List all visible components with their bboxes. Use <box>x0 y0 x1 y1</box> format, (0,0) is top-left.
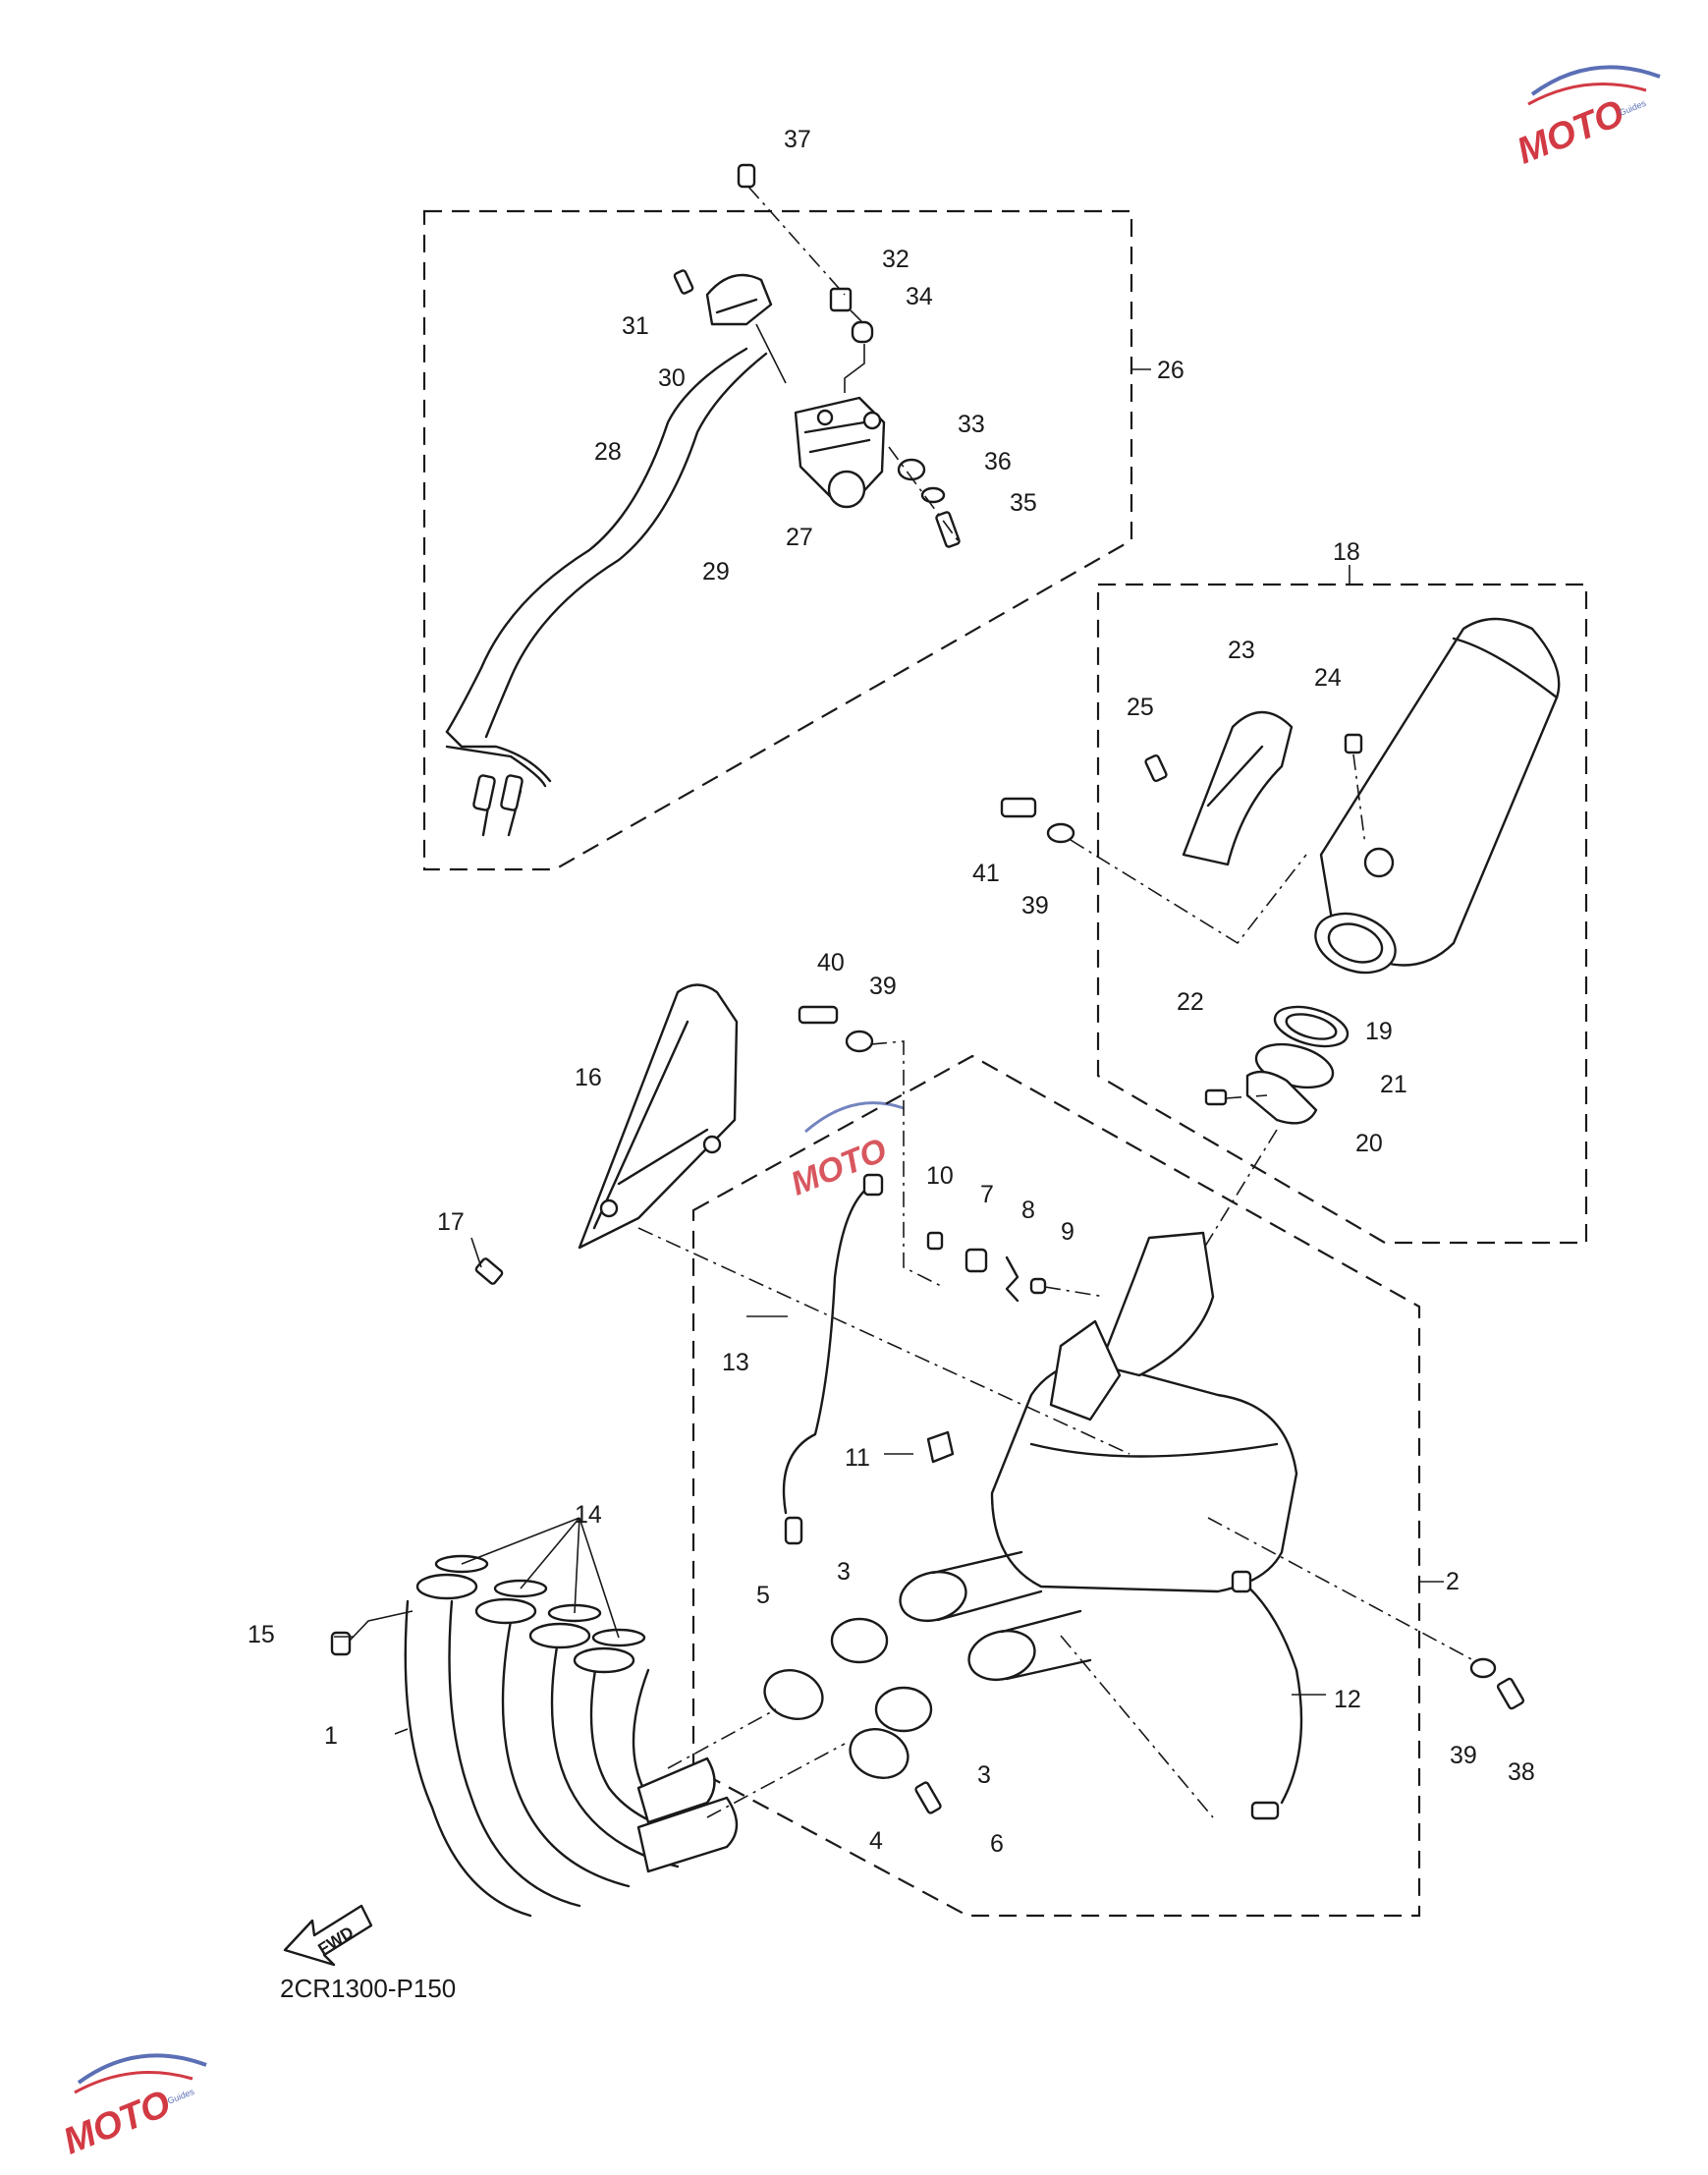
muffler-group-boundary <box>1096 583 1588 1245</box>
callout-14: 14 <box>575 1501 602 1529</box>
callout-9: 9 <box>1061 1218 1074 1246</box>
callout-25: 25 <box>1127 694 1154 721</box>
callout-23: 23 <box>1228 637 1255 664</box>
callout-19: 19 <box>1365 1018 1393 1045</box>
watermark-center: MOTO <box>786 1101 905 1203</box>
callout-33: 33 <box>958 411 985 438</box>
callout-39a: 39 <box>1450 1742 1477 1769</box>
callout-18: 18 <box>1333 538 1360 566</box>
callout-39b: 39 <box>1021 892 1049 920</box>
callout-20: 20 <box>1355 1130 1383 1157</box>
callout-5: 5 <box>756 1582 770 1609</box>
callout-12: 12 <box>1334 1686 1361 1713</box>
heat-shield-16 <box>474 983 1130 1455</box>
callout-30: 30 <box>658 364 686 392</box>
callout-7: 7 <box>980 1181 994 1208</box>
callout-29: 29 <box>702 558 730 586</box>
callout-16: 16 <box>575 1064 602 1091</box>
servo-assembly-group <box>422 163 1151 871</box>
watermark-bottom-left: MOTO Guides <box>58 2053 207 2163</box>
callout-24: 24 <box>1314 664 1342 692</box>
callout-36: 36 <box>984 448 1012 475</box>
callout-3b: 3 <box>977 1761 991 1789</box>
callout-3a: 3 <box>837 1558 851 1586</box>
callout-35: 35 <box>1010 489 1037 517</box>
fwd-arrow-icon: FWD <box>283 1904 373 1967</box>
callout-leaders <box>334 1237 1326 1735</box>
muffler-group <box>1000 565 1588 1258</box>
watermark-bottom-tagline: Guides <box>166 2087 196 2106</box>
diagram-code: 2CR1300-P150 <box>280 1974 456 2003</box>
exhaust-header-1 <box>330 1517 846 1918</box>
callout-15: 15 <box>248 1621 275 1648</box>
callout-26: 26 <box>1157 357 1185 384</box>
callout-13: 13 <box>722 1349 749 1376</box>
callout-1: 1 <box>324 1722 338 1750</box>
callout-41: 41 <box>972 860 1000 887</box>
callout-39c: 39 <box>869 973 897 1000</box>
callout-21: 21 <box>1380 1071 1407 1098</box>
callout-labels: 1 2 3 3 4 5 6 7 8 9 10 11 12 13 14 15 16… <box>248 126 1535 1858</box>
callout-17: 17 <box>437 1208 465 1236</box>
watermark-bottom-brand: MOTO <box>58 2083 177 2162</box>
callout-6: 6 <box>990 1830 1004 1858</box>
watermark-top-right: MOTO Guides <box>1512 65 1661 173</box>
callout-8: 8 <box>1021 1197 1035 1224</box>
watermark-tagline: Guides <box>1618 98 1648 118</box>
callout-11: 11 <box>845 1444 870 1472</box>
callout-27: 27 <box>786 524 813 551</box>
callout-10: 10 <box>926 1162 954 1190</box>
callout-28: 28 <box>594 438 622 466</box>
callout-34: 34 <box>906 283 933 310</box>
servo-group-boundary <box>422 209 1133 871</box>
callout-37: 37 <box>784 126 811 153</box>
silencer-body-group <box>691 1054 1525 1918</box>
callout-4: 4 <box>869 1827 883 1855</box>
callout-31: 31 <box>622 312 649 340</box>
callout-40: 40 <box>817 949 845 976</box>
callout-2: 2 <box>1446 1568 1460 1595</box>
callout-38: 38 <box>1508 1758 1535 1786</box>
callout-32: 32 <box>882 246 909 273</box>
callout-22: 22 <box>1177 988 1204 1016</box>
